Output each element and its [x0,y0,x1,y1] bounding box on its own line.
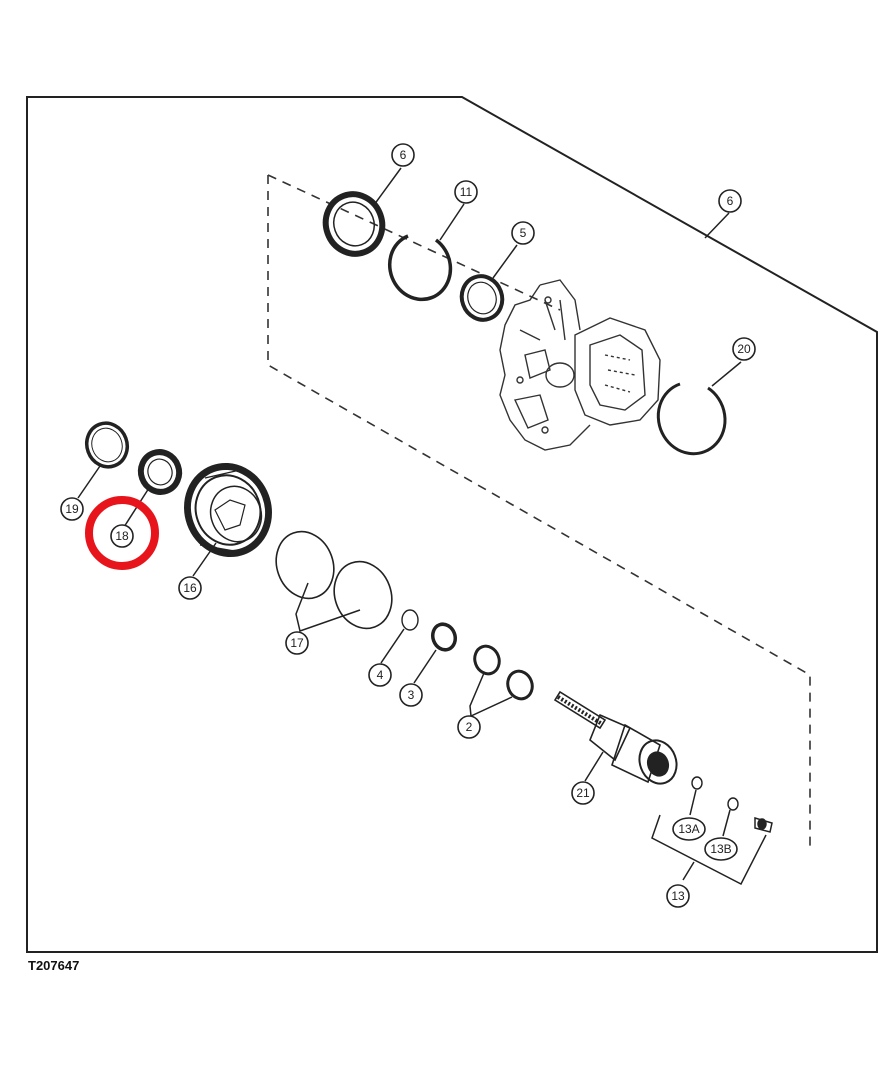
part-16-piston [184,462,272,558]
callout-17: 17 [285,631,309,655]
svg-text:6: 6 [727,194,734,208]
svg-text:5: 5 [520,226,527,240]
svg-text:17: 17 [290,636,304,650]
svg-text:19: 19 [65,502,79,516]
part-19-ring [85,421,129,469]
svg-text:4: 4 [377,668,384,682]
part-3-ring [430,622,458,652]
leader-lines [77,167,767,886]
callout-13a: 13A [672,817,706,841]
callout-18: 18 [110,524,134,548]
svg-text:18: 18 [115,529,129,543]
svg-text:11: 11 [460,185,473,199]
part-13a-washer [691,776,703,790]
svg-text:2: 2 [466,720,473,734]
part-2-rings [473,644,534,701]
part-13-screw [754,816,773,833]
part-6-seal-ring [322,191,386,257]
callout-6-top: 6 [391,143,415,167]
callout-19: 19 [60,497,84,521]
callout-11: 11 [454,180,478,204]
part-13b-washer [727,797,739,811]
svg-text:13: 13 [671,889,685,903]
callout-6-right: 6 [718,189,742,213]
callout-4: 4 [368,663,392,687]
svg-text:16: 16 [183,581,197,595]
callout-2: 2 [457,715,481,739]
figure-id-label: T207647 [28,958,80,973]
svg-text:13A: 13A [678,822,699,836]
part-4-ring [401,609,419,631]
callout-16: 16 [178,576,202,600]
svg-text:3: 3 [408,688,415,702]
housing-body [499,279,661,451]
part-20-snap-ring [656,382,727,456]
part-17-o-rings [275,530,393,630]
callout-3: 3 [399,683,423,707]
assembly-dashed-top-edge [267,174,561,311]
callout-20: 20 [732,337,756,361]
callout-13b: 13B [704,837,738,861]
svg-text:21: 21 [576,786,590,800]
part-5-ring [459,274,505,322]
svg-text:20: 20 [737,342,751,356]
highlight-circle-18 [85,496,159,570]
svg-text:13B: 13B [710,842,731,856]
callout-13: 13 [666,884,690,908]
assembly-dashed-outline [267,175,811,852]
part-18-bushing [137,449,183,495]
svg-text:6: 6 [400,148,407,162]
callout-21: 21 [571,781,595,805]
callout-5: 5 [511,221,535,245]
part-11-snap-ring [387,234,453,302]
part-21-shaft [553,690,678,785]
diagram-frame [26,96,878,953]
